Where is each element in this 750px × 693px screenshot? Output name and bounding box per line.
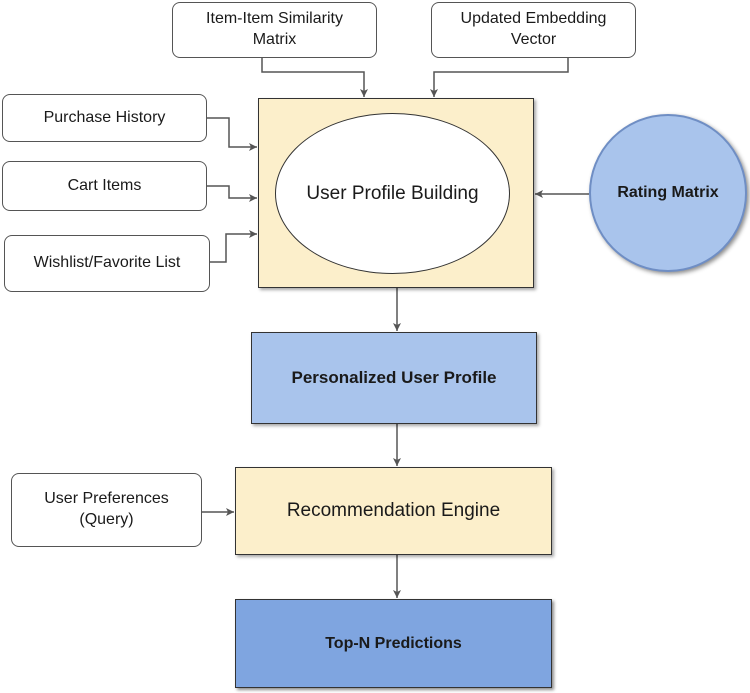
node-user-profile-building: User Profile Building — [275, 113, 510, 274]
edge-item-similarity-to-profile-building — [261, 58, 368, 97]
node-cart-items: Cart Items — [2, 161, 207, 211]
edge-cart-items-to-profile-building — [207, 185, 257, 202]
node-rating-matrix-label: Rating Matrix — [617, 184, 719, 201]
node-top-n-predictions-label: Top-N Predictions — [325, 634, 462, 652]
node-wishlist-favorite-list: Wishlist/Favorite List — [4, 235, 210, 292]
node-user-preferences-query-label: User Preferences (Query) — [44, 490, 169, 528]
node-cart-items-label: Cart Items — [67, 176, 142, 194]
node-personalized-user-profile: Personalized User Profile — [251, 332, 537, 424]
node-wishlist-favorite-list-label: Wishlist/Favorite List — [33, 254, 181, 272]
node-item-similarity-matrix-label: Item-Item Similarity Matrix — [206, 10, 343, 48]
edge-wishlist-to-profile-building — [210, 230, 257, 263]
node-recommendation-engine-label: Recommendation Engine — [286, 500, 501, 521]
node-user-profile-building-label: User Profile Building — [306, 182, 479, 204]
edge-updated-embedding-to-profile-building — [430, 58, 569, 97]
node-updated-embedding-vector-label: Updated Embedding Vector — [460, 10, 607, 48]
node-purchase-history: Purchase History — [2, 94, 207, 142]
edge-purchase-history-to-profile-building — [207, 117, 257, 151]
node-recommendation-engine: Recommendation Engine — [235, 467, 552, 555]
node-personalized-user-profile-label: Personalized User Profile — [291, 368, 497, 387]
node-rating-matrix: Rating Matrix — [589, 114, 747, 272]
node-purchase-history-label: Purchase History — [43, 108, 166, 126]
node-top-n-predictions: Top-N Predictions — [235, 599, 552, 688]
node-updated-embedding-vector: Updated Embedding Vector — [431, 2, 636, 58]
node-item-similarity-matrix: Item-Item Similarity Matrix — [172, 2, 377, 58]
node-user-preferences-query: User Preferences (Query) — [11, 473, 202, 547]
